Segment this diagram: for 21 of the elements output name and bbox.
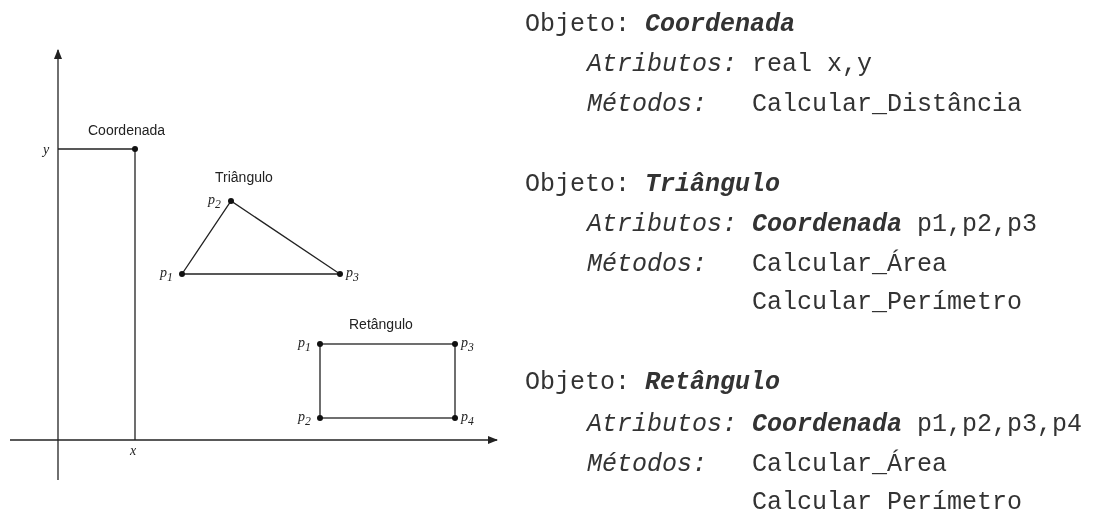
object-heading: Objeto: Coordenada: [525, 12, 796, 37]
method-line: Calcular_Perímetro: [752, 290, 1023, 315]
attribute-line: Atributos: Coordenada p1,p2,p3: [587, 212, 1038, 237]
object-heading: Objeto: Retângulo: [525, 370, 781, 395]
point-label: p$_{1}$: [160, 266, 173, 284]
point-label: p$_{4}$: [461, 410, 474, 428]
point-label: p$_{2}$: [208, 193, 221, 211]
point-label: p$_{1}$: [298, 336, 311, 354]
shape-name: Retângulo: [349, 317, 413, 331]
axis-value: y: [43, 143, 50, 157]
attribute-line: Atributos: real x,y: [587, 52, 873, 77]
attribute-line: Atributos: Coordenada p1,p2,p3,p4: [587, 412, 1083, 437]
shape-name: Coordenada: [88, 123, 166, 137]
point-label: p$_{2}$: [298, 410, 311, 428]
axis-value: x: [130, 444, 137, 458]
method-line: Calcular Perímetro: [752, 490, 1023, 513]
point-label: p$_{3}$: [346, 266, 359, 284]
object-heading: Objeto: Triângulo: [525, 172, 781, 197]
shape-name: Triângulo: [215, 170, 273, 184]
method-line: Métodos: Calcular_Distância: [587, 92, 1023, 117]
point-label: p$_{3}$: [461, 336, 474, 354]
